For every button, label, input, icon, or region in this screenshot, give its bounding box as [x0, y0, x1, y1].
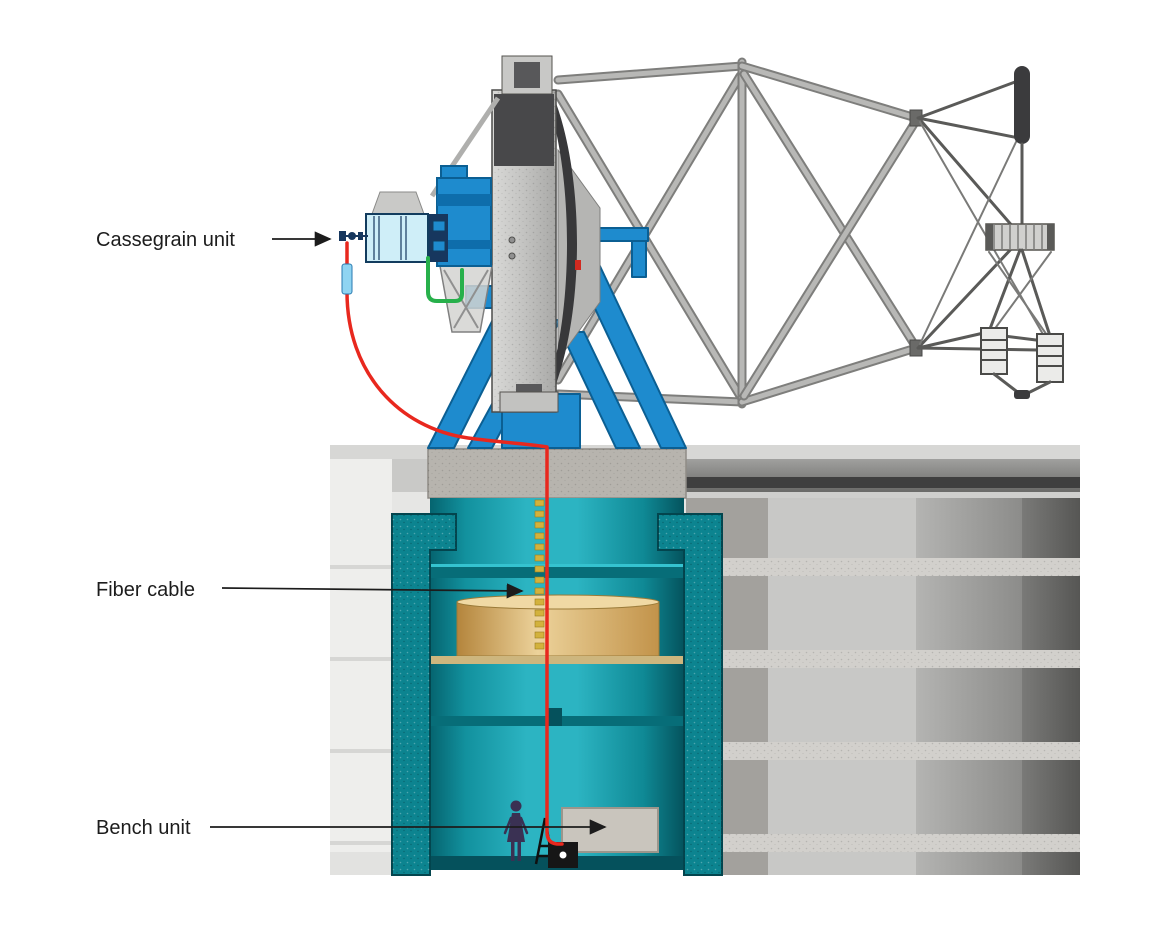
mount-bracket — [631, 240, 647, 278]
fiber-coil-drum — [456, 594, 660, 657]
mirror-marker — [575, 260, 581, 270]
mount-bracket — [595, 227, 649, 242]
label-cassegrain-unit: Cassegrain unit — [96, 229, 235, 251]
primary-mirror — [546, 95, 577, 392]
pier-pit — [391, 498, 723, 876]
cell-dark-band — [494, 94, 554, 166]
left-wall-shaft — [330, 459, 392, 875]
fiber-cable — [341, 241, 564, 846]
secondary-assembly — [916, 66, 1064, 399]
platform-hatch — [546, 708, 562, 726]
instrument-bracket — [371, 191, 425, 215]
fiber-arrow — [221, 583, 524, 599]
fiber-conduit — [534, 499, 545, 650]
secondary-hub — [985, 223, 1055, 251]
secondary-ladder-right — [1036, 333, 1064, 383]
instrument-frame — [439, 265, 493, 333]
pit-platform-upper — [430, 567, 684, 578]
cassegrain-unit-body — [365, 213, 429, 263]
mirror-cell — [491, 55, 601, 413]
fiber-cable-line — [345, 290, 564, 846]
coil-shelf — [430, 656, 684, 664]
pit-walls — [391, 513, 723, 876]
green-cable — [426, 256, 464, 303]
secondary-ladder-left — [980, 327, 1008, 375]
label-bench-unit: Bench unit — [96, 817, 191, 839]
building-floors — [686, 498, 1080, 875]
label-fiber-cable: Fiber cable — [96, 579, 195, 601]
junction-box — [548, 842, 578, 868]
building-cross-section — [330, 445, 1080, 875]
cassegrain-adapter — [436, 165, 492, 267]
cell-bottom-cap — [499, 391, 559, 413]
concrete-foundation — [427, 448, 687, 499]
cassegrain-instrument — [339, 96, 501, 333]
mount-strut — [560, 331, 641, 449]
annotations: Cassegrain unit Fiber cable Bench unit — [96, 229, 607, 839]
secondary-baffle — [1014, 66, 1030, 144]
cable-sleeve — [341, 263, 353, 295]
fiber-connector — [339, 231, 368, 241]
